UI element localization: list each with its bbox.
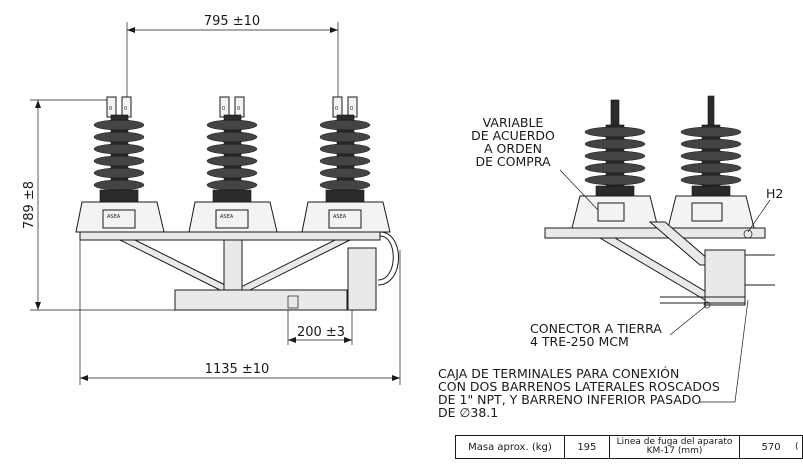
side-insulator-1 xyxy=(571,99,659,229)
note-terminal-line-2: CON DOS BARRENOS LATERALES ROSCADOS xyxy=(438,379,720,394)
side-view: VARIABLE DE ACUERDO A ORDEN DE COMPRA H2… xyxy=(438,95,783,420)
svg-text:ASEA: ASEA xyxy=(333,214,347,220)
dimension-height: 789 ±8 xyxy=(22,99,180,311)
note-ground-line-1: CONECTOR A TIERRA xyxy=(530,321,662,336)
svg-text:0: 0 xyxy=(335,106,338,112)
note-terminal-line-1: CAJA DE TERMINALES PARA CONEXIÓN xyxy=(438,366,679,381)
mass-value: 195 xyxy=(563,435,610,459)
svg-text:ASEA: ASEA xyxy=(220,214,234,220)
side-insulator-2 xyxy=(667,95,755,229)
dimension-offset: 200 ±3 xyxy=(287,310,353,345)
support-frame xyxy=(79,231,399,311)
insulator-2: 0 0 ASEA xyxy=(188,96,278,233)
mass-label: Masa aprox. (kg) xyxy=(455,435,565,459)
properties-row: Masa aprox. (kg) 195 Linea de fuga del a… xyxy=(455,435,803,459)
dim-height-label: 789 ±8 xyxy=(22,181,37,229)
note-variable-line-3: A ORDEN xyxy=(484,141,542,156)
svg-text:0: 0 xyxy=(109,106,112,112)
note-terminal-line-3: DE 1" NPT, Y BARRENO INFERIOR PASADO xyxy=(438,392,701,407)
svg-text:ASEA: ASEA xyxy=(107,214,121,220)
dim-top-width-label: 795 ±10 xyxy=(204,14,260,29)
note-variable-line-2: DE ACUERDO xyxy=(471,128,555,143)
edge-fragment: ( xyxy=(795,442,799,452)
leakage-value: 570 xyxy=(739,435,803,459)
dim-total-width-label: 1135 ±10 xyxy=(205,362,270,377)
properties-table: Masa aprox. (kg) 195 Linea de fuga del a… xyxy=(455,435,803,459)
note-variable-line-1: VARIABLE xyxy=(483,115,544,130)
svg-text:0: 0 xyxy=(124,106,127,112)
dim-offset-label: 200 ±3 xyxy=(297,325,345,340)
note-variable-line-4: DE COMPRA xyxy=(475,154,551,169)
leakage-label: Linea de fuga del aparato KM-17 (mm) xyxy=(608,435,741,459)
leader-lines xyxy=(559,169,771,403)
side-frame xyxy=(544,221,775,309)
insulator-3: 0 0 ASEA xyxy=(301,96,391,233)
dimension-total-width: 1135 ±10 xyxy=(79,240,401,385)
note-terminal-line-4: DE ∅38.1 xyxy=(438,405,498,420)
note-h2: H2 xyxy=(766,186,783,201)
svg-text:0: 0 xyxy=(222,106,225,112)
svg-text:0: 0 xyxy=(237,106,240,112)
insulator-1: 0 0 ASEA xyxy=(75,96,165,233)
front-view: 795 ±10 789 ±8 0 0 ASEA xyxy=(22,14,401,385)
dimension-top-width: 795 ±10 xyxy=(126,14,339,100)
note-ground-line-2: 4 TRE-250 MCM xyxy=(530,334,629,349)
svg-text:0: 0 xyxy=(350,106,353,112)
